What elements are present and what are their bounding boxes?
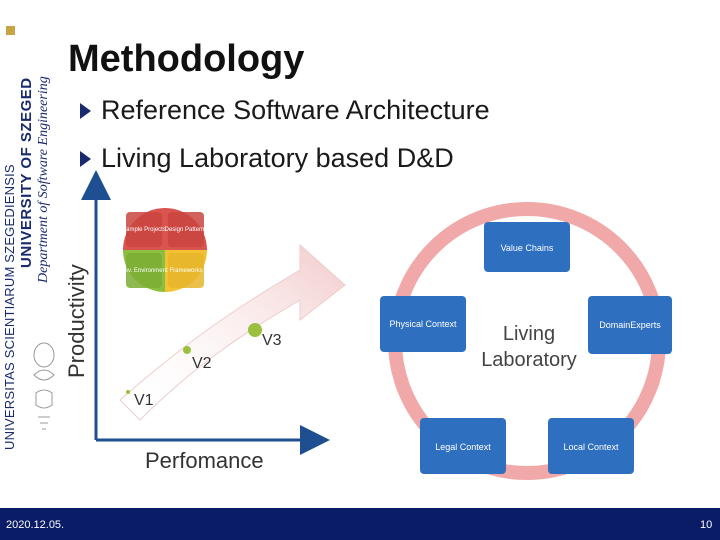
node-local-context: Local Context (548, 418, 634, 474)
node-label: Legal Context (435, 442, 491, 452)
version-point (248, 323, 262, 337)
living-lab-center-line2: Laboratory (481, 349, 577, 371)
slide-title: Methodology (68, 38, 305, 80)
bullet-text: Living Laboratory based D&D (101, 143, 454, 173)
page-number: 10 (700, 519, 713, 531)
node-value-chains: Value Chains (484, 222, 570, 272)
y-axis-label: Productivity (64, 264, 89, 378)
node-label: Value Chains (501, 243, 554, 253)
growth-arrow (119, 243, 346, 421)
version-point (183, 346, 191, 354)
triangle-bullet-icon (80, 102, 91, 119)
node-physical-context: Physical Context (380, 296, 466, 352)
node-legal-context: Legal Context (420, 418, 506, 474)
footer-bar (0, 508, 720, 540)
quadrant-circle: Sample Projects Design Patterns Dev. Env… (120, 208, 207, 292)
node-label: DomainExperts (599, 320, 661, 330)
quadrant-label: Frameworks (169, 268, 202, 274)
version-label: V1 (134, 392, 154, 409)
version-point (126, 390, 130, 394)
bullet-item: Reference Software Architecture (80, 95, 490, 126)
version-label: V2 (192, 355, 212, 372)
bullet-text: Reference Software Architecture (101, 95, 490, 125)
footer-date: 2020.12.05. (6, 519, 65, 531)
quadrant-label: Sample Projects (122, 227, 166, 233)
node-label: Physical Context (389, 319, 457, 329)
bullet-item: Living Laboratory based D&D (80, 143, 454, 174)
quadrant-label: Design Patterns (165, 227, 208, 233)
living-lab-center-line1: Living (503, 323, 555, 345)
node-label: Local Context (563, 442, 619, 452)
corner-accent (6, 26, 15, 35)
triangle-bullet-icon (80, 150, 91, 167)
university-seal-icon (33, 342, 55, 430)
x-axis-label: Perfomance (145, 448, 264, 473)
node-domain-experts: DomainExperts (588, 296, 672, 354)
version-label: V3 (262, 332, 282, 349)
quadrant-label: Dev. Environment (120, 268, 168, 274)
